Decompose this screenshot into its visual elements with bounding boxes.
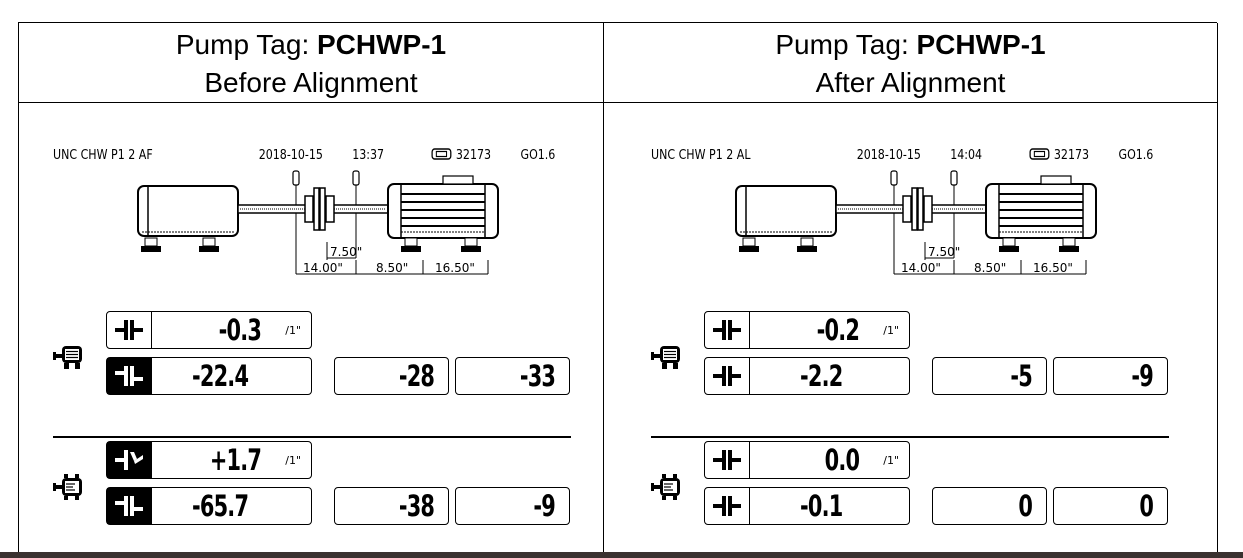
coupling-angle-icon <box>705 442 750 478</box>
dim-sensor-spacing: 14.00" <box>901 261 941 275</box>
tag-value: PCHWP-1 <box>317 29 447 60</box>
before-column: Pump Tag: PCHWP-1 Before Alignment UNC C… <box>19 23 604 558</box>
tag-value: PCHWP-1 <box>916 29 1046 60</box>
horizontal-front-foot-box: -38 <box>334 487 449 525</box>
vertical-front-foot-value: -28 <box>398 359 435 393</box>
before-screen: UNC CHW P1 2 AF 2018-10-15 13:37 32173 G… <box>53 128 593 528</box>
horizontal-offset-box: -0.1 <box>704 487 910 525</box>
dim-back-foot: 16.50" <box>435 261 475 275</box>
after-screen: UNC CHW P1 2 AL 2018-10-15 14:04 32173 G… <box>651 128 1191 528</box>
horizontal-back-foot-value: -9 <box>533 489 555 523</box>
dim-front-foot: 8.50" <box>974 261 1006 275</box>
after-column: Pump Tag: PCHWP-1 After Alignment UNC CH… <box>604 23 1218 558</box>
horizontal-offset-value: -65.7 <box>192 489 249 523</box>
horizontal-back-foot-value: 0 <box>1139 489 1154 523</box>
motor-side-view-icon <box>53 346 82 369</box>
angle-unit: /1" <box>883 324 899 337</box>
coupling-angle-icon <box>705 312 750 348</box>
horizontal-angle-value: +1.7 <box>209 443 262 477</box>
section-divider <box>53 436 571 438</box>
date: 2018-10-15 <box>856 148 921 163</box>
vertical-offset-box: -22.4 <box>106 357 312 395</box>
dim-sensor-spacing: 14.00" <box>303 261 343 275</box>
coupling-offset-icon <box>705 358 750 394</box>
horizontal-angle-box: 0.0 /1" <box>704 441 910 479</box>
horizontal-front-foot-box: 0 <box>932 487 1047 525</box>
vertical-front-foot-box: -5 <box>932 357 1047 395</box>
display-unit-icon <box>1029 148 1050 164</box>
time: 13:37 <box>352 148 385 163</box>
vertical-front-foot-value: -5 <box>1010 359 1032 393</box>
vertical-offset-value: -2.2 <box>800 359 843 393</box>
horizontal-offset-box: -65.7 <box>106 487 312 525</box>
machine-train-diagram: 7.50" 14.00" 8.50" 16.50" <box>137 170 499 275</box>
dim-front-foot: 8.50" <box>376 261 408 275</box>
comparison-table: Pump Tag: PCHWP-1 Before Alignment UNC C… <box>18 22 1218 558</box>
horizontal-angle-box: +1.7 /1" <box>106 441 312 479</box>
tag-label: Pump Tag: <box>775 29 917 60</box>
before-header: Pump Tag: PCHWP-1 Before Alignment <box>19 23 603 103</box>
machine-name: UNC CHW P1 2 AF <box>53 148 153 163</box>
machine-train-diagram: 7.50" 14.00" 8.50" 16.50" <box>735 170 1097 275</box>
angle-unit: /1" <box>285 324 301 337</box>
vertical-offset-value: -22.4 <box>192 359 249 393</box>
time: 14:04 <box>950 148 983 163</box>
serial-number: 32173 <box>1053 148 1090 163</box>
serial-number: 32173 <box>455 148 492 163</box>
horizontal-back-foot-box: -9 <box>455 487 570 525</box>
dim-coupling: 7.50" <box>928 245 960 259</box>
coupling-offset-icon <box>107 358 152 394</box>
angle-unit: /1" <box>285 454 301 467</box>
vertical-angle-box: -0.3 /1" <box>106 311 312 349</box>
motor-top-view-icon <box>651 474 680 500</box>
horizontal-angle-value: 0.0 <box>824 443 859 477</box>
coupling-angle-icon <box>107 442 152 478</box>
horizontal-front-foot-value: -38 <box>398 489 435 523</box>
firmware-version: GO1.6 <box>520 148 556 163</box>
section-divider <box>651 436 1169 438</box>
display-unit-icon <box>431 148 452 164</box>
subtitle: After Alignment <box>815 67 1006 98</box>
dim-back-foot: 16.50" <box>1033 261 1073 275</box>
vertical-angle-box: -0.2 /1" <box>704 311 910 349</box>
angle-unit: /1" <box>883 454 899 467</box>
vertical-back-foot-value: -33 <box>519 359 556 393</box>
coupling-offset-icon <box>107 488 152 524</box>
after-header: Pump Tag: PCHWP-1 After Alignment <box>604 23 1217 103</box>
vertical-back-foot-box: -9 <box>1053 357 1168 395</box>
coupling-offset-icon <box>705 488 750 524</box>
vertical-angle-value: -0.2 <box>816 313 860 347</box>
dim-coupling: 7.50" <box>330 245 362 259</box>
horizontal-front-foot-value: 0 <box>1018 489 1033 523</box>
date: 2018-10-15 <box>258 148 323 163</box>
machine-name: UNC CHW P1 2 AL <box>651 148 751 163</box>
tag-label: Pump Tag: <box>175 29 317 60</box>
horizontal-offset-value: -0.1 <box>800 489 843 523</box>
coupling-angle-icon <box>107 312 152 348</box>
horizontal-back-foot-box: 0 <box>1053 487 1168 525</box>
motor-top-view-icon <box>53 474 82 500</box>
vertical-angle-value: -0.3 <box>218 313 262 347</box>
firmware-version: GO1.6 <box>1118 148 1154 163</box>
subtitle: Before Alignment <box>204 67 418 98</box>
vertical-front-foot-box: -28 <box>334 357 449 395</box>
vertical-back-foot-value: -9 <box>1131 359 1153 393</box>
vertical-back-foot-box: -33 <box>455 357 570 395</box>
vertical-offset-box: -2.2 <box>704 357 910 395</box>
bottom-edge-bar <box>0 552 1243 558</box>
motor-side-view-icon <box>651 346 680 369</box>
